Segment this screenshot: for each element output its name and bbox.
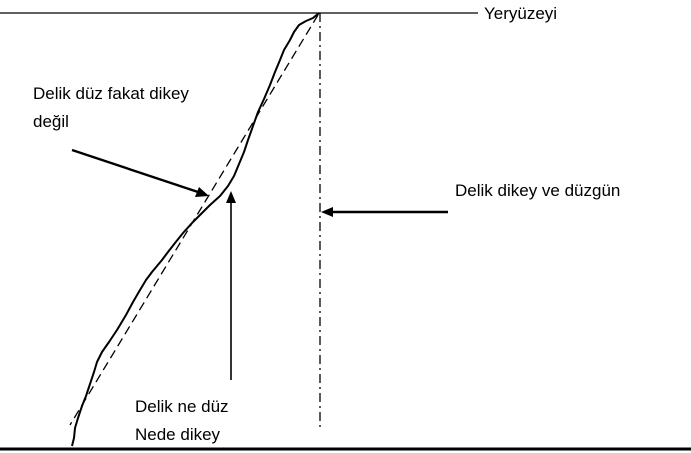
surface-label: Yeryüzeyi	[484, 4, 557, 23]
vertical-pointer-arrowhead	[321, 207, 333, 217]
crooked-label-line1: Delik ne düz	[135, 397, 229, 416]
crooked-borehole-path	[71, 12, 320, 447]
inclined-label-line2: değil	[33, 112, 69, 131]
inclined-label-line1: Delik düz fakat dikey	[33, 84, 189, 103]
inclined-pointer-arrowhead	[195, 187, 209, 197]
crooked-label-line2: Nede dikey	[135, 425, 221, 444]
crooked-pointer-arrowhead	[226, 191, 236, 203]
vertical-label: Delik dikey ve düzgün	[455, 181, 620, 200]
inclined-pointer-arrow	[71, 148, 199, 194]
